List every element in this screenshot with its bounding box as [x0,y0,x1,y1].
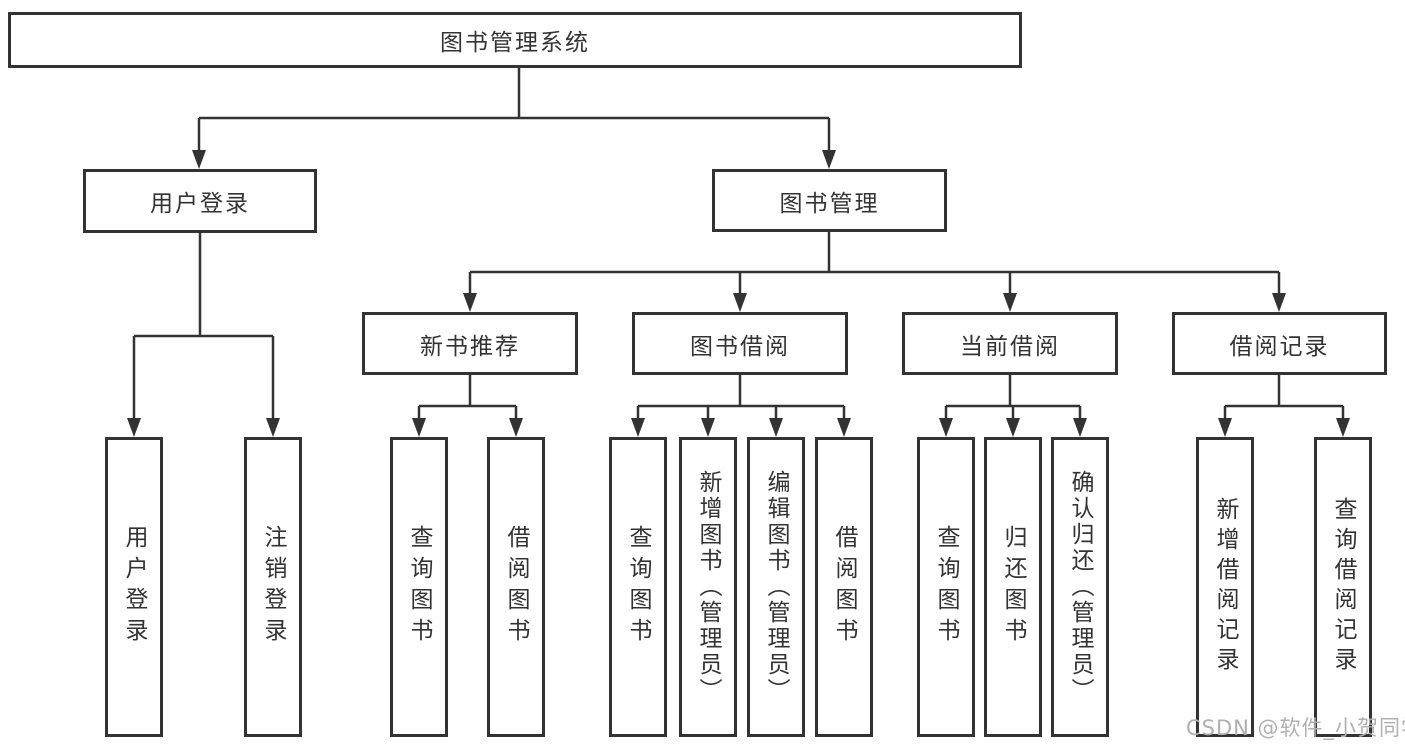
leaf-return-book: 归还图书 [984,437,1042,737]
arrowhead [1218,418,1232,437]
node-label: 注销登录 [260,525,286,649]
node-label: 归还图书 [1000,525,1026,649]
node-label: 新增借阅记录 [1212,497,1238,677]
arrowhead [701,418,715,437]
node-label: 查询借阅记录 [1330,497,1356,677]
arrowhead [1336,418,1350,437]
arrowheads [127,150,1350,437]
leaf-add-book-admin: 新增图书（管理员） [679,437,737,737]
node-label: 确认归还（管理员） [1067,470,1093,704]
node-label: 查询图书 [625,525,651,649]
arrowhead [733,293,747,312]
arrowhead [631,418,645,437]
node-current-borrowing: 当前借阅 [902,312,1118,375]
leaf-query-book-current: 查询图书 [917,437,975,737]
arrowhead [1003,293,1017,312]
leaf-logout: 注销登录 [244,437,302,737]
leaf-borrow-book-borrowing: 借阅图书 [815,437,873,737]
node-label: 编辑图书（管理员） [763,470,789,704]
arrowhead [192,150,206,169]
csdn-watermark: CSDN @软件_小贺同学 [1186,716,1405,740]
leaf-add-borrow-record: 新增借阅记录 [1196,437,1254,737]
node-root-system: 图书管理系统 [8,12,1022,68]
arrowhead [1006,418,1020,437]
node-book-borrowing: 图书借阅 [632,312,848,375]
arrowhead [822,150,836,169]
node-label: 新书推荐 [420,333,520,360]
node-label: 查询图书 [933,525,959,649]
node-label: 借阅记录 [1229,333,1330,360]
node-label: 当前借阅 [960,333,1060,360]
node-new-book-recommend: 新书推荐 [362,312,578,375]
leaf-query-book-borrowing: 查询图书 [609,437,667,737]
arrowhead [1073,418,1087,437]
node-label: 新增图书（管理员） [695,470,721,704]
arrowhead [127,418,141,437]
arrowhead [1272,293,1286,312]
node-borrowing-records: 借阅记录 [1172,312,1387,375]
leaf-edit-book-admin: 编辑图书（管理员） [747,437,805,737]
node-label: 图书管理系统 [440,30,590,56]
connector-lines [132,68,1345,421]
leaf-query-book-recommend: 查询图书 [390,437,448,737]
node-label: 用户登录 [121,525,147,649]
arrowhead [463,293,477,312]
leaf-user-login: 用户登录 [105,437,163,737]
node-label: 图书管理 [779,190,880,217]
node-label: 借阅图书 [831,525,857,649]
node-label: 用户登录 [150,191,250,217]
node-label: 借阅图书 [503,525,529,649]
leaf-borrow-book-recommend: 借阅图书 [487,437,545,737]
node-label: 图书借阅 [690,333,790,360]
arrowhead [509,418,523,437]
arrowhead [769,418,783,437]
arrowhead [939,418,953,437]
node-book-management: 图书管理 [712,169,947,232]
leaf-query-borrow-record: 查询借阅记录 [1314,437,1372,737]
leaf-confirm-return-admin: 确认归还（管理员） [1051,437,1109,737]
node-user-login: 用户登录 [83,169,317,233]
node-label: 查询图书 [406,525,432,649]
arrowhead [837,418,851,437]
arrowhead [412,418,426,437]
arrowhead [266,418,280,437]
